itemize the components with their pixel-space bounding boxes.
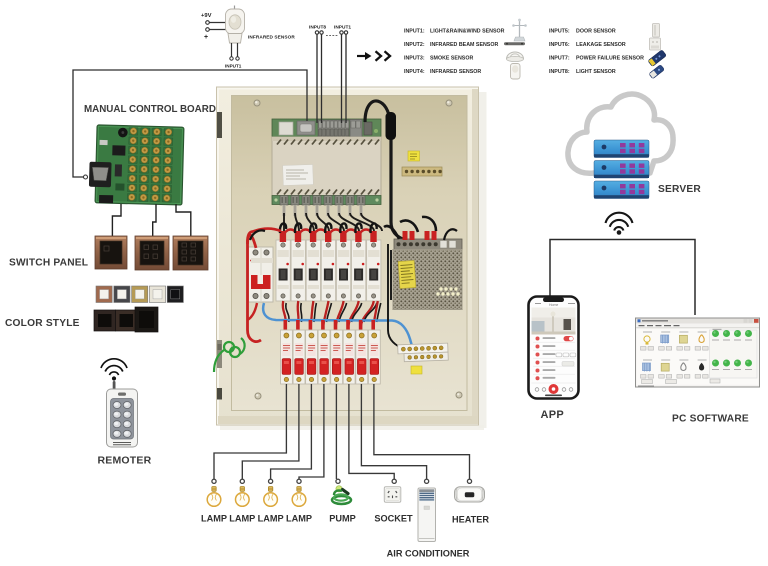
svg-text:INPUT4:: INPUT4: bbox=[404, 69, 425, 75]
svg-text:INPUT6:: INPUT6: bbox=[549, 42, 570, 48]
svg-text:INPUT5:: INPUT5: bbox=[549, 29, 570, 35]
svg-text:INPUT3:: INPUT3: bbox=[404, 56, 425, 62]
svg-text:PUMP: PUMP bbox=[329, 514, 356, 524]
svg-text:POWER FAILURE SENSOR: POWER FAILURE SENSOR bbox=[576, 56, 644, 62]
svg-text:AIR CONDITIONER: AIR CONDITIONER bbox=[387, 549, 470, 559]
svg-text:DOOR SENSOR: DOOR SENSOR bbox=[576, 29, 616, 35]
svg-text:SERVER: SERVER bbox=[658, 184, 701, 195]
svg-text:COLOR STYLE: COLOR STYLE bbox=[5, 318, 80, 329]
svg-text:+: + bbox=[204, 34, 208, 41]
svg-text:INPUT7:: INPUT7: bbox=[549, 56, 570, 62]
svg-text:+9V: +9V bbox=[201, 13, 212, 19]
svg-text:INPUT1:: INPUT1: bbox=[404, 29, 425, 35]
svg-text:APP: APP bbox=[541, 409, 565, 421]
svg-text:SOCKET: SOCKET bbox=[374, 514, 413, 524]
svg-text:LAMP: LAMP bbox=[201, 514, 227, 524]
svg-text:HEATER: HEATER bbox=[452, 515, 489, 525]
svg-text:REMOTER: REMOTER bbox=[98, 455, 152, 467]
svg-text:INFRARED SENSOR: INFRARED SENSOR bbox=[248, 35, 295, 40]
svg-text:INPUT8:: INPUT8: bbox=[549, 69, 570, 75]
svg-text:INPUT8: INPUT8 bbox=[309, 25, 326, 31]
svg-text:LIGHT&RAIN&WIND SENSOR: LIGHT&RAIN&WIND SENSOR bbox=[430, 29, 505, 35]
svg-text:LAMP: LAMP bbox=[258, 514, 284, 524]
svg-text:Home: Home bbox=[549, 303, 558, 307]
svg-text:PC SOFTWARE: PC SOFTWARE bbox=[672, 414, 749, 425]
svg-text:LEAKAGE SENSOR: LEAKAGE SENSOR bbox=[576, 42, 626, 48]
svg-text:LIGHT SENSOR: LIGHT SENSOR bbox=[576, 69, 616, 75]
svg-text:SWITCH PANEL: SWITCH PANEL bbox=[9, 258, 88, 269]
svg-text:SMOKE SENSOR: SMOKE SENSOR bbox=[430, 56, 473, 62]
svg-text:INFRARED BEAM SENSOR: INFRARED BEAM SENSOR bbox=[430, 42, 498, 48]
svg-text:INPUT1: INPUT1 bbox=[334, 25, 351, 31]
svg-text:INFRARED SENSOR: INFRARED SENSOR bbox=[430, 69, 481, 75]
svg-text:INPUT1: INPUT1 bbox=[225, 64, 242, 69]
svg-text:INPUT2:: INPUT2: bbox=[404, 42, 425, 48]
svg-text:LAMP: LAMP bbox=[229, 514, 255, 524]
svg-text:MANUAL CONTROL BOARD: MANUAL CONTROL BOARD bbox=[84, 104, 216, 115]
svg-text:LAMP: LAMP bbox=[286, 514, 312, 524]
